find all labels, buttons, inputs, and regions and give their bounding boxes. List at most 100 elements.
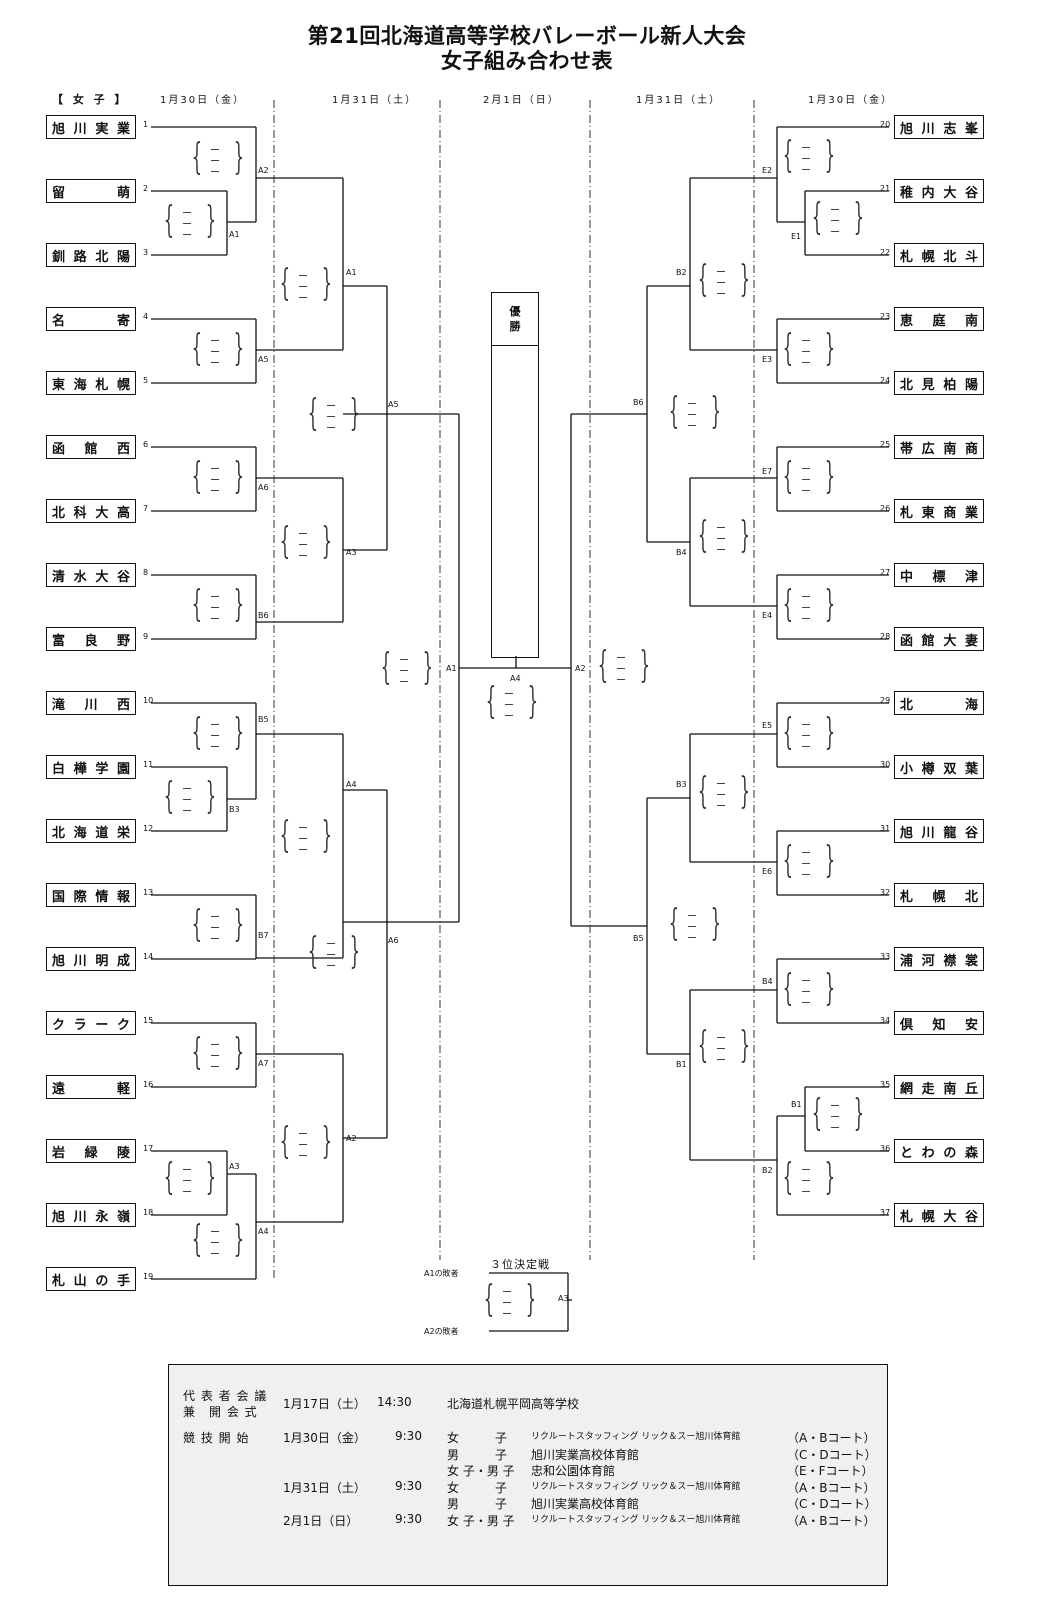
team-name-char: 斗 <box>964 249 978 265</box>
score-slot[interactable]: {} <box>782 587 835 627</box>
seed-number: 35 <box>880 1080 891 1089</box>
team-right-33: 浦河襟裳 <box>894 947 984 971</box>
team-name-char: 恵 <box>900 313 914 329</box>
team-name-char: ク <box>116 1017 130 1033</box>
score-slot[interactable]: {} <box>697 518 750 558</box>
score-slot[interactable]: {} <box>485 681 539 724</box>
score-dash <box>802 468 810 469</box>
team-name-char: 南 <box>943 1081 957 1097</box>
start-label: 競 技 開 始 <box>183 1431 250 1445</box>
team-left-13: 国際情報 <box>46 883 136 907</box>
seed-number: 28 <box>880 632 891 641</box>
score-slot[interactable]: {} <box>191 140 244 180</box>
score-dash <box>211 351 219 352</box>
score-slot[interactable]: {} <box>163 779 216 819</box>
score-slot[interactable]: {} <box>697 774 750 814</box>
score-slot[interactable]: {} <box>782 971 835 1011</box>
score-slot[interactable]: {} <box>811 200 864 240</box>
score-slot[interactable]: {} <box>163 1160 216 1200</box>
score-slot[interactable]: {} <box>163 203 216 243</box>
score-slot[interactable]: {} <box>380 647 433 690</box>
score-dash <box>505 693 513 694</box>
score-slot[interactable]: {} <box>782 715 835 755</box>
team-name-char: 手 <box>116 1273 130 1289</box>
score-dash <box>802 158 810 159</box>
team-name-char: 走 <box>921 1081 935 1097</box>
match-label: A4 <box>258 1227 269 1236</box>
score-dash <box>503 1302 511 1303</box>
score-slot[interactable]: {} <box>279 266 332 306</box>
third-place-entrant-top: A1の敗者 <box>424 1269 459 1278</box>
team-name-char: 河 <box>921 953 935 969</box>
score-slot[interactable]: {} <box>782 1160 835 1200</box>
team-name-char: 龍 <box>943 825 957 841</box>
score-slot[interactable]: {} <box>782 138 835 178</box>
team-name-char: 旭 <box>52 121 66 137</box>
match-label: A5 <box>388 400 399 409</box>
team-right-34: 倶知安 <box>894 1011 984 1035</box>
score-slot[interactable]: {} <box>782 843 835 883</box>
left-brace-icon: { <box>811 1093 823 1134</box>
team-name-char: 路 <box>73 249 87 265</box>
score-slot[interactable]: {} <box>279 521 333 564</box>
score-slot[interactable]: {} <box>279 1124 332 1164</box>
score-dash <box>717 1048 725 1049</box>
match-label: B2 <box>676 268 687 277</box>
score-slot[interactable]: {} <box>279 818 332 858</box>
score-slot[interactable]: {} <box>597 648 650 688</box>
team-right-20: 旭川志峯 <box>894 115 984 139</box>
score-slot[interactable]: {} <box>191 1035 244 1075</box>
team-name-char: 柏 <box>943 377 957 393</box>
match-label: A1 <box>346 268 357 277</box>
match-label: B5 <box>633 934 644 943</box>
score-slot[interactable]: {} <box>307 393 361 436</box>
team-name-char: 帯 <box>900 441 914 457</box>
score-slot[interactable]: {} <box>483 1282 536 1322</box>
team-name-char: 実 <box>95 121 109 137</box>
score-dash <box>503 1313 511 1314</box>
team-name-char: 報 <box>116 889 130 905</box>
score-slot[interactable]: {} <box>191 907 244 947</box>
schedule-date: 1月30日（金） <box>283 1431 366 1445</box>
team-name-char: 襟 <box>943 953 957 969</box>
team-name-char: 成 <box>116 953 130 969</box>
right-brace-icon: } <box>321 521 333 562</box>
score-slot[interactable]: {} <box>191 715 244 755</box>
score-slot[interactable]: {} <box>191 459 244 499</box>
left-brace-icon: { <box>380 647 392 688</box>
team-name-char: 内 <box>921 185 935 201</box>
score-slot[interactable]: {} <box>697 262 750 302</box>
seed-number: 12 <box>143 824 154 833</box>
score-dash <box>802 618 810 619</box>
score-slot[interactable]: {} <box>668 394 721 434</box>
team-name-char: 園 <box>116 761 130 777</box>
team-left-4: 名寄 <box>46 307 136 331</box>
score-dash <box>802 980 810 981</box>
score-dash <box>327 405 335 406</box>
score-slot[interactable]: {} <box>782 459 835 499</box>
score-slot[interactable]: {} <box>191 331 244 371</box>
score-slot[interactable]: {} <box>811 1093 864 1136</box>
schedule-time: 9:30 <box>395 1429 422 1443</box>
match-label: A1 <box>229 230 240 239</box>
score-slot[interactable]: {} <box>668 906 721 946</box>
score-slot[interactable]: {} <box>191 587 244 627</box>
score-dash <box>211 1044 219 1045</box>
score-dash <box>802 351 810 352</box>
score-dash <box>717 1059 725 1060</box>
seed-number: 30 <box>880 760 891 769</box>
score-slot[interactable]: {} <box>191 1222 244 1262</box>
seed-number: 15 <box>143 1016 154 1025</box>
right-brace-icon: } <box>527 681 539 722</box>
team-name-char: 陵 <box>116 1145 130 1161</box>
score-slot[interactable]: {} <box>697 1028 750 1068</box>
score-slot[interactable]: {} <box>307 934 360 974</box>
score-dash <box>717 538 725 539</box>
right-brace-icon: } <box>349 393 361 434</box>
score-slot[interactable]: {} <box>782 331 835 371</box>
score-dash <box>183 212 191 213</box>
team-name-char: 標 <box>932 569 946 585</box>
team-name-char: 清 <box>52 569 66 585</box>
team-name-char: 川 <box>73 953 87 969</box>
score-dash <box>183 810 191 811</box>
